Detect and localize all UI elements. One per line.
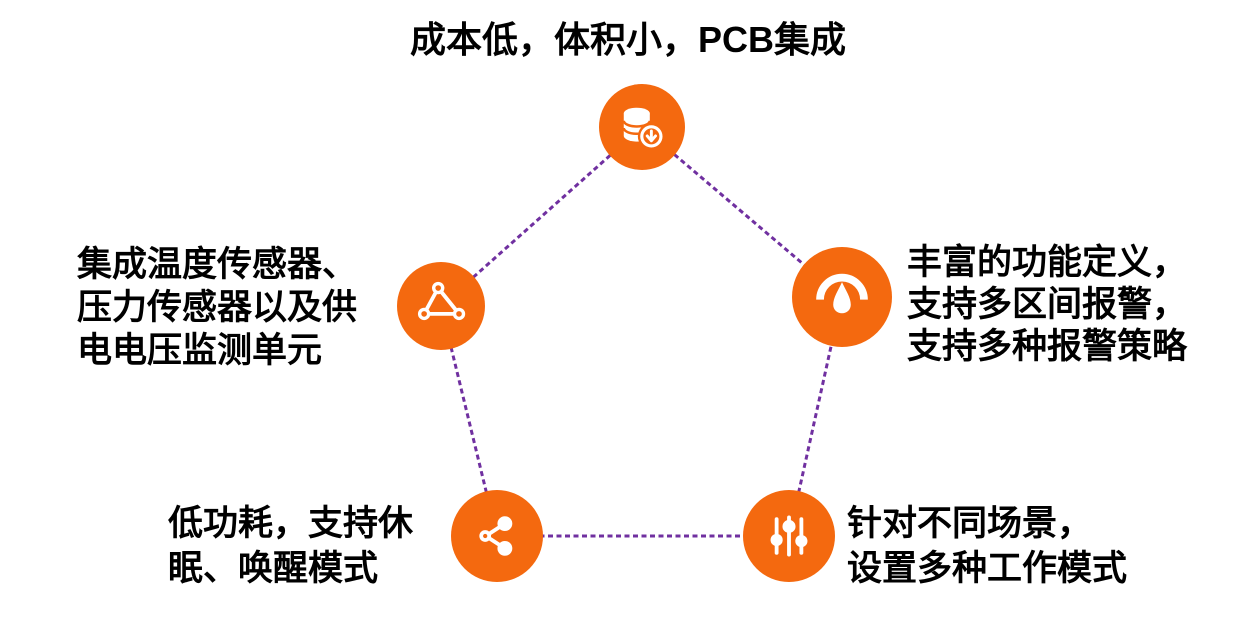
feature-node-low-power [451, 490, 543, 582]
feature-node-rich-functions [792, 247, 892, 347]
feature-node-work-modes [743, 490, 835, 582]
feature-label-low-cost: 成本低，体积小，PCB集成 [409, 19, 846, 60]
feature-label-rich-functions: 丰富的功能定义， 支持多区间报警， 支持多种报警策略 [907, 243, 1188, 366]
connector-line [440, 125, 643, 308]
feature-label-integrated-sensors: 集成温度传感器、 压力传感器以及供 电电压监测单元 [77, 245, 358, 370]
feature-node-integrated-sensors [397, 262, 485, 350]
gauge-icon [811, 266, 873, 328]
database-download-icon [617, 102, 667, 152]
share-icon [470, 509, 524, 563]
connector-line [641, 125, 843, 299]
feature-label-low-power: 低功耗，支持休 眠、唤醒模式 [168, 504, 414, 588]
feature-label-work-modes: 针对不同场景， 设置多种工作模式 [847, 504, 1128, 588]
feature-node-low-cost [599, 84, 685, 170]
triangle-network-icon [414, 279, 468, 333]
sliders-icon [762, 509, 816, 563]
